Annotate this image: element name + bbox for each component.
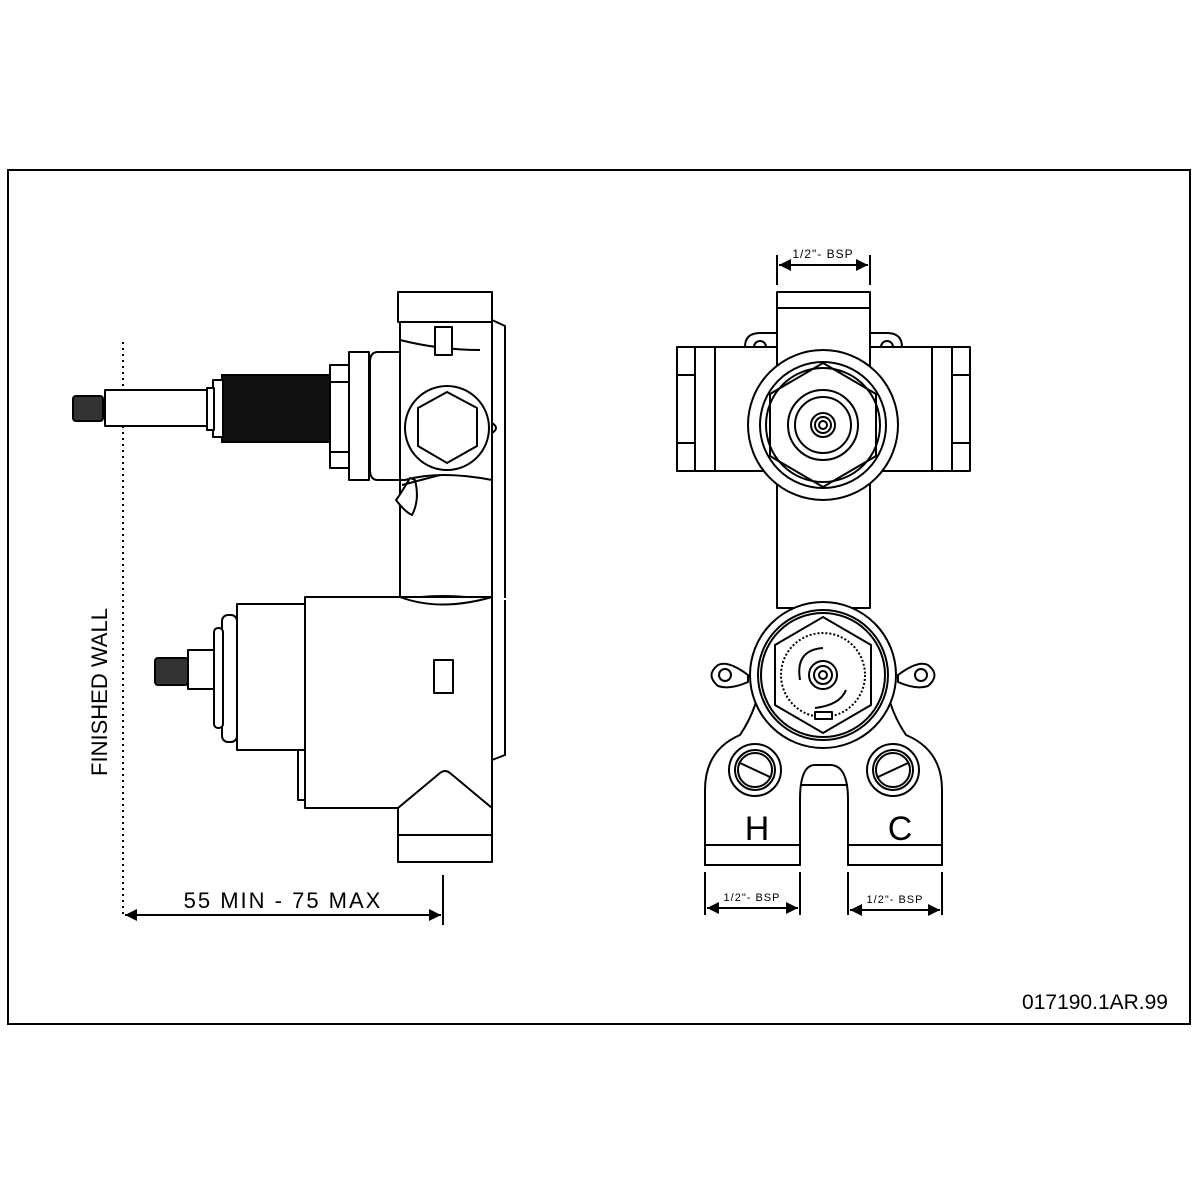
cold-port — [866, 743, 920, 797]
depth-dimension-label: 55 MIN - 75 MAX — [184, 888, 383, 913]
threaded-spindle — [221, 374, 331, 443]
upper-stem — [104, 389, 208, 427]
side-view: FINISHED WALL — [72, 291, 506, 925]
drawing-number: 017190.1AR.99 — [1022, 991, 1168, 1014]
hot-port — [728, 743, 782, 797]
drawing-frame — [7, 169, 1191, 1025]
lower-valve — [749, 601, 897, 749]
hot-connection-label: 1/2"- BSP — [724, 892, 781, 904]
lower-spline — [154, 657, 189, 686]
upper-spline — [72, 395, 104, 422]
cold-connection-label: 1/2"- BSP — [867, 894, 924, 906]
hot-label: H — [745, 810, 770, 848]
top-connection-label: 1/2"- BSP — [792, 247, 853, 261]
cold-label: C — [888, 810, 913, 848]
hex-plug — [404, 385, 490, 471]
upper-valve — [747, 349, 899, 501]
finished-wall-label: FINISHED WALL — [87, 608, 112, 776]
front-view: 1/2"- BSP — [676, 247, 971, 916]
